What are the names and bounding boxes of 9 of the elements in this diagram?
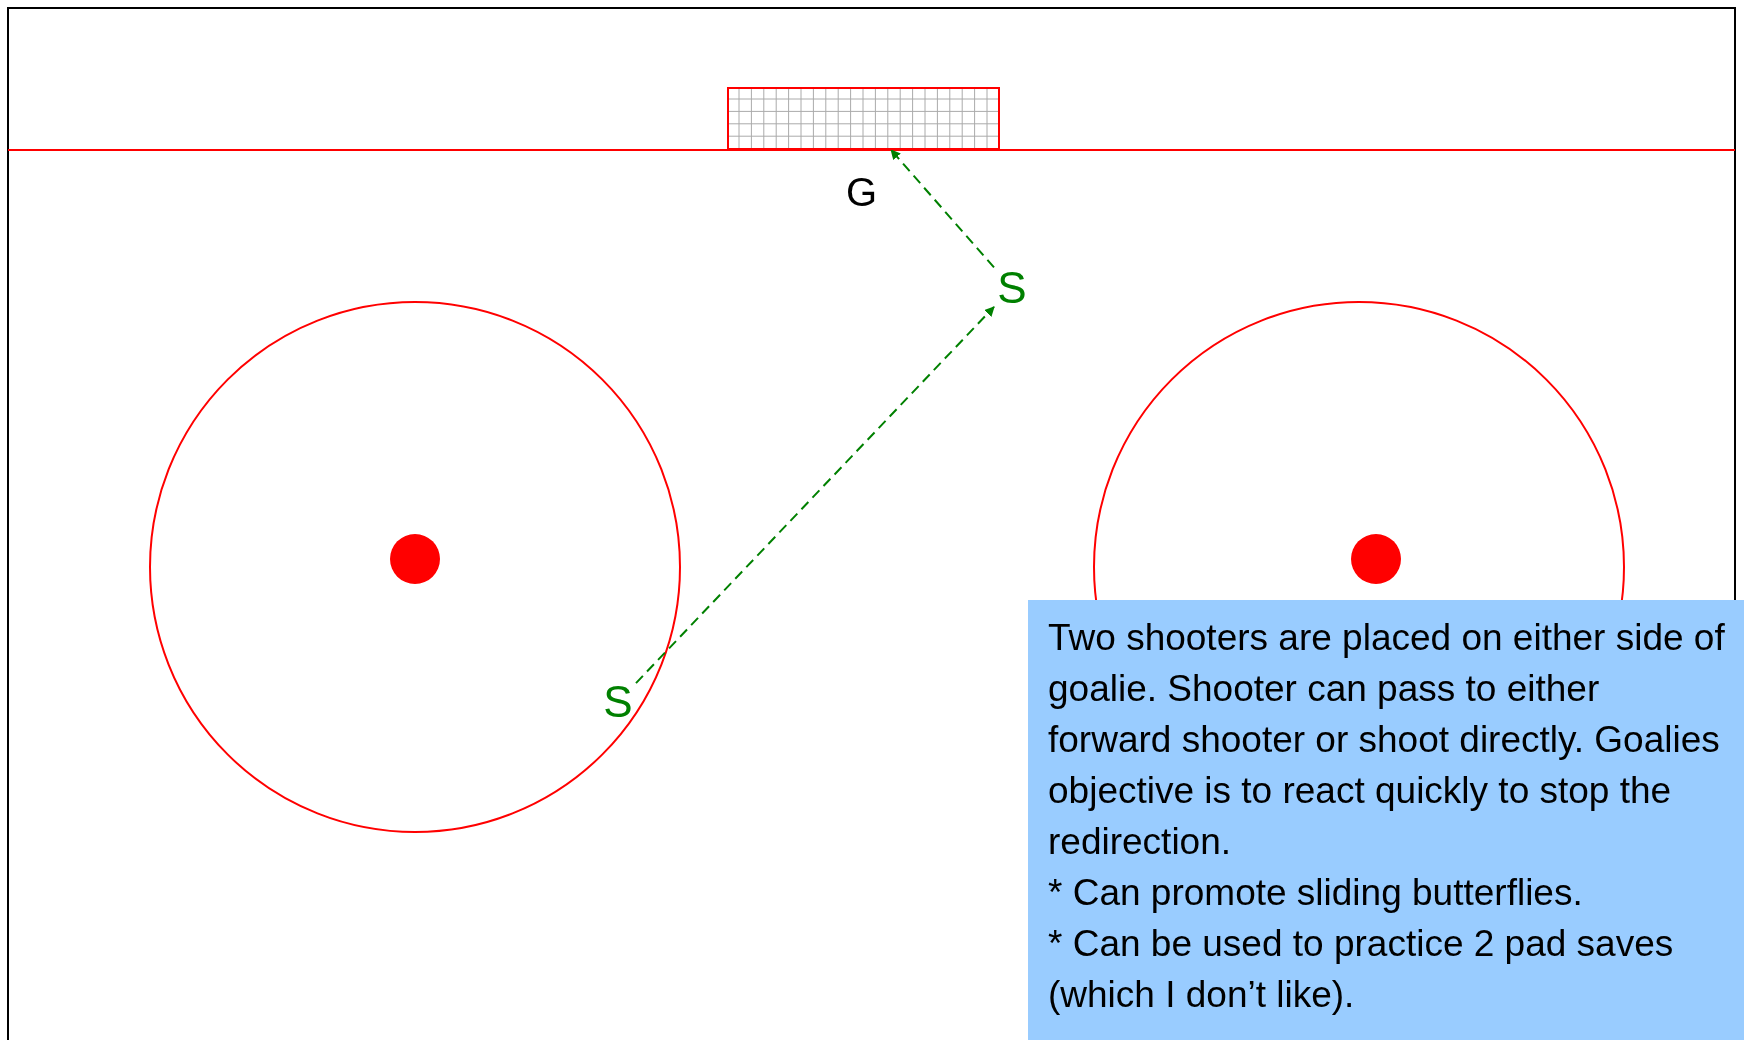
player-marker: S <box>997 266 1027 310</box>
pass-arrow <box>635 305 995 685</box>
note-text: Two shooters are placed on either side of goalie. Shooter can pass to either forward shooter or shoot directly. Goalies objective is to react quickly to stop the redirection. <box>1048 616 1726 864</box>
note-box <box>1028 600 1744 1040</box>
note-text: * Can promote sliding butterflies. <box>1048 871 1584 915</box>
player-marker: S <box>603 680 633 724</box>
pass-arrow <box>890 149 995 269</box>
goalie-marker: G <box>846 172 878 212</box>
note-text: * Can be used to practice 2 pad saves (which I don’t like). <box>1048 922 1675 1017</box>
